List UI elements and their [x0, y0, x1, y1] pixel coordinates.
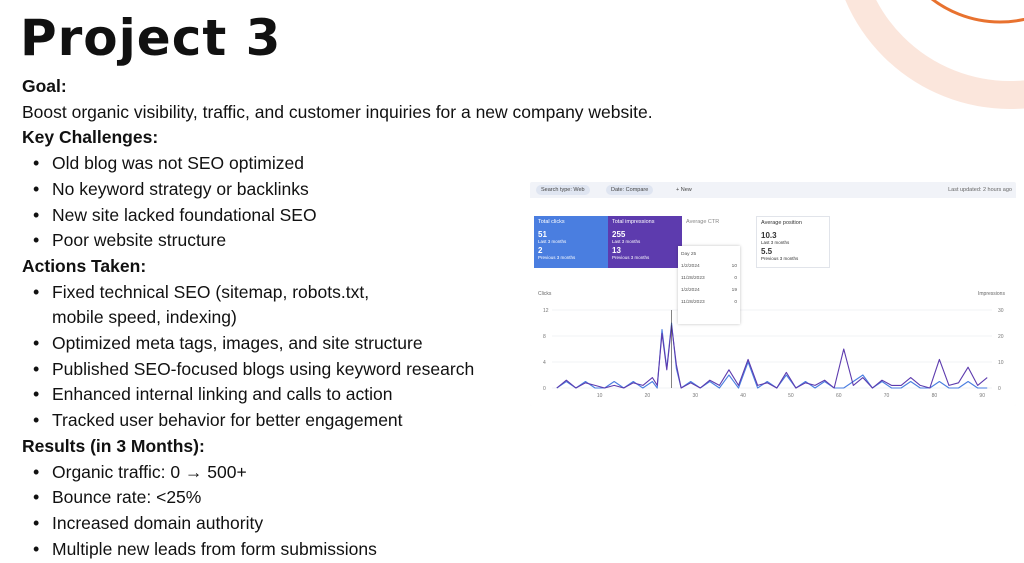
- card-value: 13: [612, 246, 621, 255]
- new-filter-button: + New: [676, 187, 692, 193]
- left-tick-label: 8: [543, 334, 546, 340]
- results-list: Organic traffic: 0 → 500+ Bounce rate: <…: [22, 460, 542, 563]
- x-tick-label: 60: [836, 393, 842, 399]
- x-tick-label: 50: [788, 393, 794, 399]
- card-label: Average CTR: [686, 219, 720, 225]
- series-line-impressions: [556, 325, 988, 389]
- list-item: New site lacked foundational SEO: [22, 203, 542, 229]
- search-console-screenshot: Search type: Web Date: Compare + New Las…: [530, 182, 1016, 406]
- filter-bar: Search type: Web Date: Compare + New Las…: [530, 182, 1016, 198]
- right-tick-label: 0: [998, 386, 1001, 392]
- goal-heading: Goal:: [22, 76, 67, 96]
- total-clicks-card: Total clicks 51 Last 3 months 2 Previous…: [534, 216, 608, 268]
- average-position-card: Average position 10.3 Last 3 months 5.5 …: [756, 216, 830, 268]
- list-item: Organic traffic: 0 → 500+: [22, 460, 542, 486]
- card-sub: Last 3 months: [538, 239, 567, 244]
- list-item: Old blog was not SEO optimized: [22, 151, 542, 177]
- x-tick-label: 70: [884, 393, 890, 399]
- results-heading: Results (in 3 Months):: [22, 435, 205, 456]
- card-sub: Last 3 months: [761, 240, 790, 245]
- list-item: Multiple new leads from form submissions: [22, 537, 542, 563]
- card-label: Average position: [761, 220, 802, 226]
- list-item: Fixed technical SEO (sitemap, robots.txt…: [22, 280, 542, 306]
- right-axis-label: Impressions: [978, 291, 1005, 297]
- card-value: 2: [538, 246, 543, 255]
- card-sub: Previous 3 months: [538, 255, 576, 260]
- tooltip-header: Day 25: [681, 252, 697, 257]
- challenges-list: Old blog was not SEO optimized No keywor…: [22, 151, 542, 254]
- page-title: Project 3: [20, 9, 282, 67]
- x-tick-label: 10: [597, 393, 603, 399]
- left-tick-label: 0: [543, 386, 546, 392]
- list-item: No keyword strategy or backlinks: [22, 177, 542, 203]
- left-axis-label: Clicks: [538, 291, 552, 297]
- left-tick-label: 12: [543, 308, 549, 314]
- challenges-heading: Key Challenges:: [22, 127, 159, 148]
- card-value: 5.5: [761, 247, 773, 256]
- project-details: Goal: Boost organic visibility, traffic,…: [22, 74, 653, 563]
- right-tick-label: 20: [998, 334, 1004, 340]
- list-item: Bounce rate: <25%: [22, 485, 542, 511]
- list-item: Enhanced internal linking and calls to a…: [22, 382, 542, 408]
- list-item: Increased domain authority: [22, 511, 542, 537]
- x-tick-label: 20: [645, 393, 651, 399]
- list-item: Poor website structure: [22, 228, 542, 254]
- right-tick-label: 10: [998, 360, 1004, 366]
- card-value: 10.3: [761, 231, 777, 240]
- x-tick-label: 40: [740, 393, 746, 399]
- card-sub: Previous 3 months: [761, 256, 799, 261]
- card-value: 255: [612, 230, 626, 239]
- left-tick-label: 4: [543, 360, 546, 366]
- total-impressions-card: Total impressions 255 Last 3 months 13 P…: [608, 216, 682, 268]
- date-chip: Date: Compare: [606, 185, 654, 195]
- x-tick-label: 90: [979, 393, 985, 399]
- list-item: Tracked user behavior for better engagem…: [22, 408, 542, 434]
- card-label: Total clicks: [538, 219, 565, 225]
- list-item: Published SEO-focused blogs using keywor…: [22, 357, 542, 383]
- list-item: Optimized meta tags, images, and site st…: [22, 331, 542, 357]
- right-tick-label: 30: [998, 308, 1004, 314]
- performance-chart: 0 0 4 10 8 20 12 30 Clicks Impressions 10 20 30 40 50 6…: [538, 291, 1005, 399]
- last-updated-text: Last updated: 2 hours ago: [948, 187, 1012, 193]
- card-sub: Last 3 months: [612, 239, 641, 244]
- card-sub: Previous 3 months: [612, 255, 650, 260]
- series-line-clicks: [556, 322, 988, 389]
- card-value: 51: [538, 230, 547, 239]
- list-item-continuation: mobile speed, indexing): [52, 307, 237, 328]
- x-tick-label: 30: [692, 393, 698, 399]
- search-type-chip: Search type: Web: [536, 185, 590, 195]
- actions-heading: Actions Taken:: [22, 255, 147, 276]
- actions-list: Fixed technical SEO (sitemap, robots.txt…: [22, 280, 542, 434]
- performance-panel: Total clicks 51 Last 3 months 2 Previous…: [530, 198, 1016, 406]
- card-label: Total impressions: [612, 219, 655, 225]
- goal-text: Boost organic visibility, traffic, and c…: [22, 101, 653, 122]
- x-tick-label: 80: [932, 393, 938, 399]
